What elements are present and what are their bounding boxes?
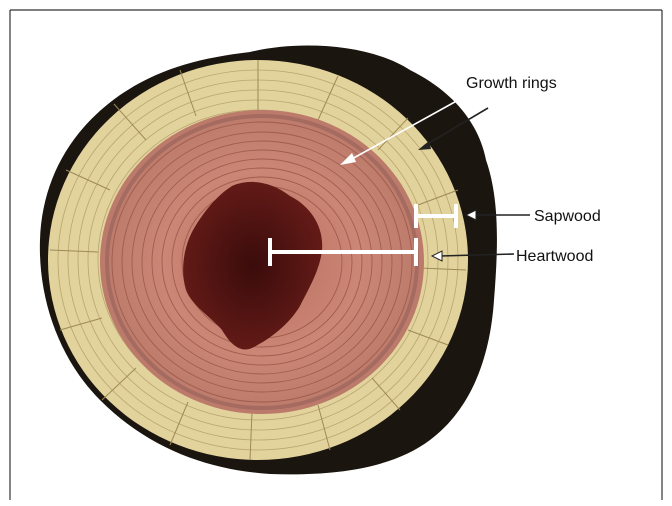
sapwood-arrow [466,210,530,220]
sapwood-label: Sapwood [534,208,601,225]
heartwood-label: Heartwood [516,248,593,265]
growth-rings-label: Growth rings [466,75,557,92]
